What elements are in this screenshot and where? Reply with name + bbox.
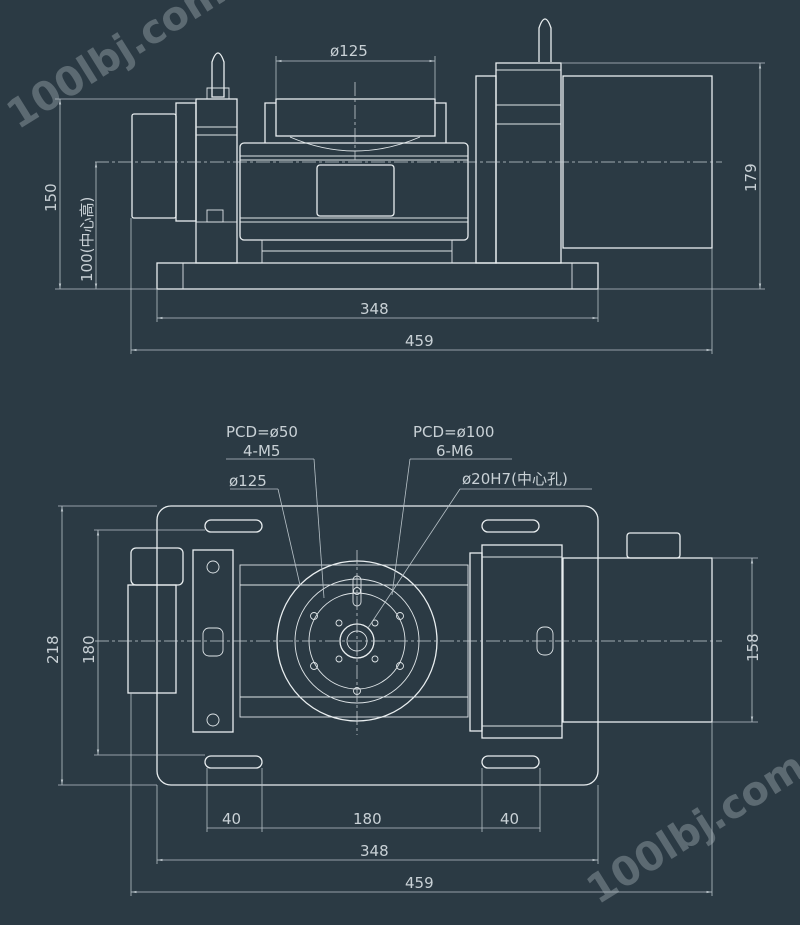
label-pcd-50: PCD=ø50 <box>226 423 298 441</box>
front-view: ø125 150 100(中心高) 179 348 459 <box>42 18 765 354</box>
dim-slot-right: 40 <box>500 810 519 828</box>
right-body <box>495 62 562 264</box>
dim-slot-left: 40 <box>222 810 241 828</box>
dim-front-459: 459 <box>405 332 434 350</box>
dim-top-348: 348 <box>360 842 389 860</box>
mount-slot <box>204 519 263 533</box>
right-knob <box>626 532 681 559</box>
watermark-top: 100lbj.com <box>0 0 233 138</box>
left-lever <box>211 52 225 98</box>
mount-slot <box>204 755 263 769</box>
right-body-top <box>481 544 563 739</box>
turntable <box>275 98 436 137</box>
left-motor-top <box>127 584 177 694</box>
left-motor <box>131 113 177 219</box>
dim-front-348: 348 <box>360 300 389 318</box>
label-center-hole: ø20H7(中心孔) <box>462 470 568 488</box>
mount-slot <box>481 519 540 533</box>
dim-front-179: 179 <box>742 163 760 192</box>
dim-top-180: 180 <box>80 635 98 664</box>
dim-front-150: 150 <box>42 183 60 212</box>
nameplate <box>316 164 395 217</box>
label-4-m5: 4-M5 <box>243 442 280 460</box>
base-plate <box>156 262 599 290</box>
top-view: PCD=ø50 4-M5 ø125 PCD=ø100 6-M6 ø20H7(中心… <box>44 423 762 896</box>
watermark-bottom: 100lbj.com <box>579 743 800 913</box>
label-diameter-125: ø125 <box>229 472 267 490</box>
left-housing <box>195 98 238 264</box>
label-6-m6: 6-M6 <box>436 442 473 460</box>
main-body <box>239 142 469 241</box>
right-motor-top <box>562 557 713 723</box>
dim-top-218: 218 <box>44 635 62 664</box>
base-plate-top <box>156 505 599 786</box>
left-knob <box>130 547 184 586</box>
dim-top-459: 459 <box>405 874 434 892</box>
dim-center-height: 100(中心高) <box>78 197 96 282</box>
right-flange <box>475 75 497 264</box>
right-lever <box>538 18 552 62</box>
dim-top-158: 158 <box>744 633 762 662</box>
dim-front-diameter: ø125 <box>330 42 368 60</box>
label-pcd-100: PCD=ø100 <box>413 423 494 441</box>
dim-slot-center: 180 <box>353 810 382 828</box>
mount-slot <box>481 755 540 769</box>
